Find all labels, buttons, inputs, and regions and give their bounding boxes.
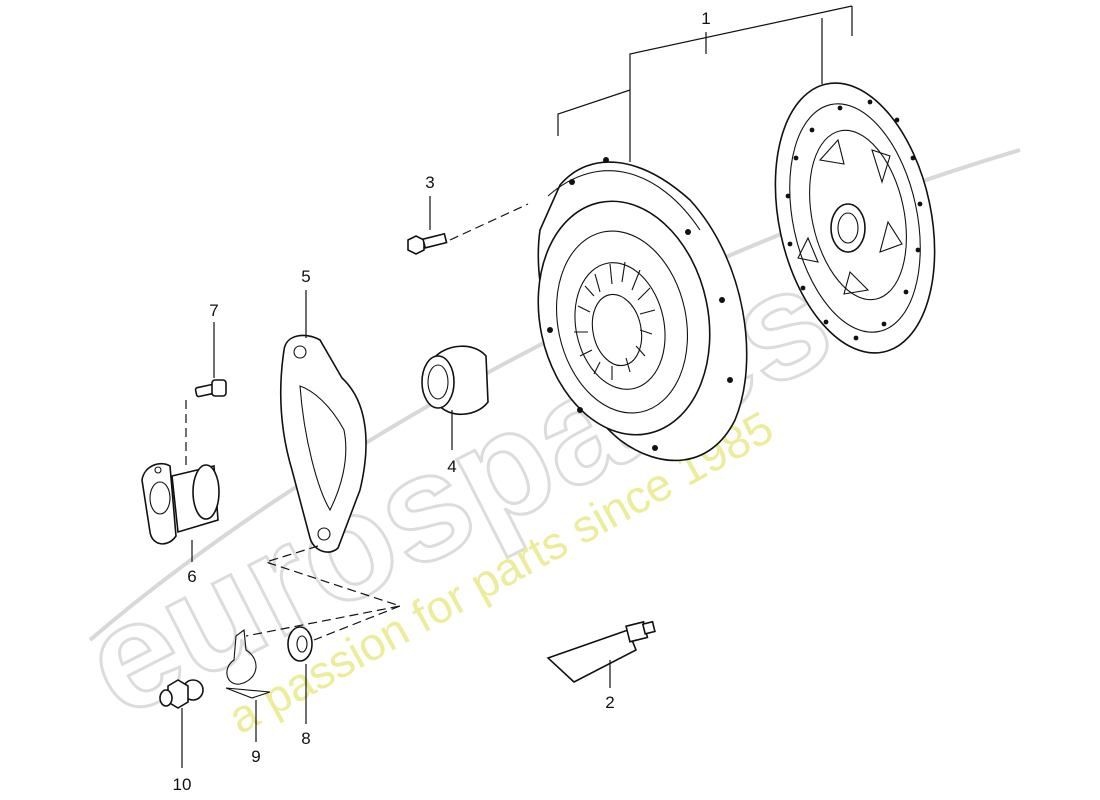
ball-stud xyxy=(159,679,204,709)
callout-3: 3 xyxy=(425,173,434,192)
callout-8: 8 xyxy=(301,729,310,748)
callout-6: 6 xyxy=(187,567,196,586)
pressure-plate xyxy=(537,157,748,462)
callout-10: 10 xyxy=(173,775,192,794)
callout-4: 4 xyxy=(447,457,456,476)
guide-tube xyxy=(141,462,220,545)
washer xyxy=(287,626,313,662)
screw xyxy=(194,379,227,398)
retaining-spring xyxy=(225,628,271,699)
callouts: 1 2 3 4 5 6 7 8 9 10 xyxy=(173,9,711,794)
callout-5: 5 xyxy=(301,267,310,286)
callout-7: 7 xyxy=(209,301,218,320)
release-bearing xyxy=(421,345,489,415)
grease-tube xyxy=(546,620,656,683)
callout-1: 1 xyxy=(701,9,710,28)
leader-lines xyxy=(181,5,853,768)
release-fork xyxy=(279,334,367,553)
callout-9: 9 xyxy=(251,747,260,766)
bolt xyxy=(407,232,448,255)
callout-2: 2 xyxy=(605,693,614,712)
clutch-disc xyxy=(774,82,936,354)
